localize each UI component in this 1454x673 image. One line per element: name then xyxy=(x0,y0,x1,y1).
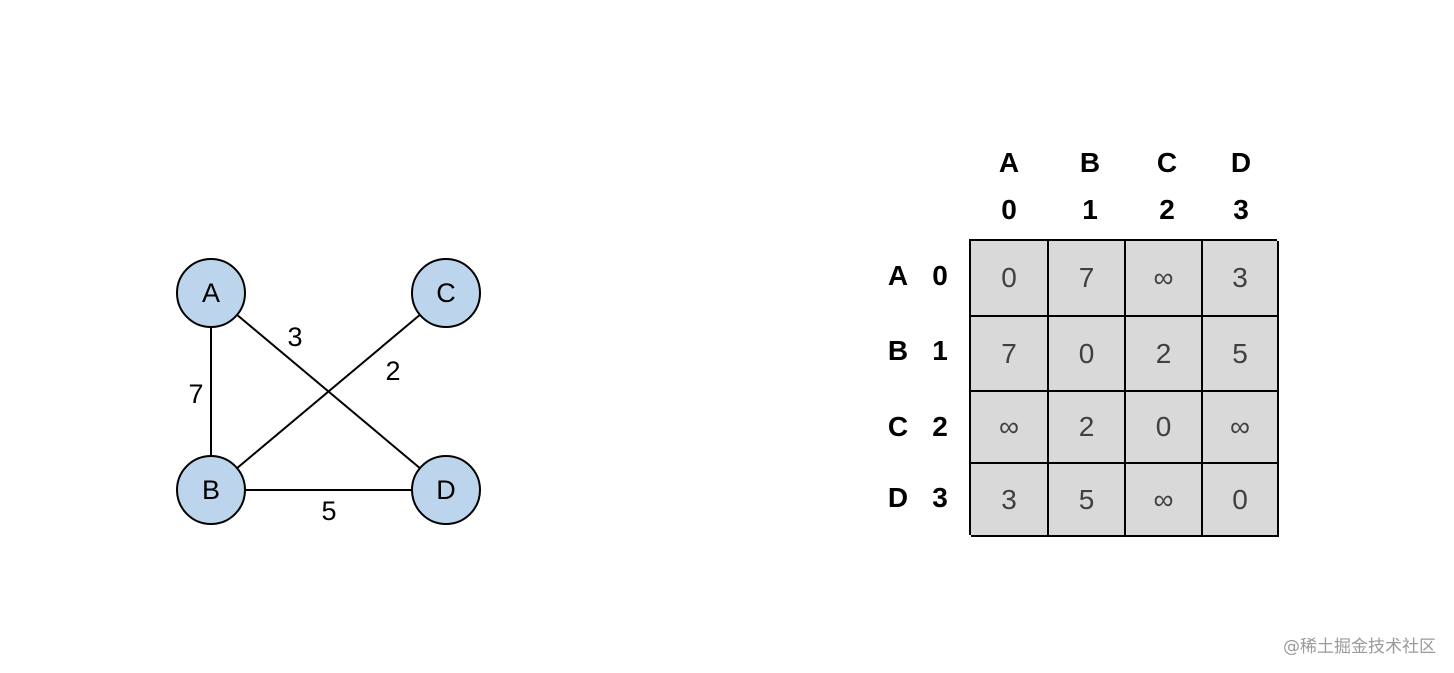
edge-b-c xyxy=(210,292,447,491)
matrix-cell-c-a: ∞ xyxy=(971,392,1049,464)
row-letter-b: B xyxy=(887,335,909,366)
graph-diagram: 7 3 2 5 A C B D xyxy=(176,258,481,526)
node-a: A xyxy=(176,258,246,328)
matrix-cell-b-d: 5 xyxy=(1203,317,1279,392)
col-letter-a: A xyxy=(998,147,1020,178)
node-label-b: B xyxy=(202,475,220,505)
col-letter-b: B xyxy=(1079,147,1101,178)
matrix-cell-d-a: 3 xyxy=(971,464,1049,537)
matrix-cell-d-d: 0 xyxy=(1203,464,1279,537)
matrix-cell-a-a: 0 xyxy=(971,241,1049,317)
row-index-1: 1 xyxy=(932,335,948,366)
edge-weight-a-d: 3 xyxy=(287,322,302,352)
matrix-grid: 0 7 ∞ 3 7 0 2 5 ∞ 2 0 ∞ 3 5 ∞ 0 xyxy=(969,239,1279,537)
row-letter-d: D xyxy=(887,482,909,513)
row-index-2: 2 xyxy=(932,411,948,442)
col-index-0: 0 xyxy=(1001,194,1017,225)
row-letter-a: A xyxy=(887,260,909,291)
node-label-a: A xyxy=(202,278,220,308)
row-index-3: 3 xyxy=(932,482,948,513)
edge-weight-b-c: 2 xyxy=(385,356,400,386)
matrix-cell-d-b: 5 xyxy=(1049,464,1126,537)
matrix-cell-c-c: 0 xyxy=(1126,392,1203,464)
watermark-text: @稀土掘金技术社区 xyxy=(1283,637,1436,657)
matrix-cell-d-c: ∞ xyxy=(1126,464,1203,537)
col-letter-d: D xyxy=(1230,147,1252,178)
matrix-cell-b-a: 7 xyxy=(971,317,1049,392)
matrix-cell-b-b: 0 xyxy=(1049,317,1126,392)
matrix-cell-c-b: 2 xyxy=(1049,392,1126,464)
matrix-cell-a-b: 7 xyxy=(1049,241,1126,317)
col-index-2: 2 xyxy=(1159,194,1175,225)
row-index-0: 0 xyxy=(932,260,948,291)
col-index-1: 1 xyxy=(1082,194,1098,225)
col-index-3: 3 xyxy=(1233,194,1249,225)
node-b: B xyxy=(176,455,246,525)
matrix-cell-b-c: 2 xyxy=(1126,317,1203,392)
matrix-cell-a-d: 3 xyxy=(1203,241,1279,317)
matrix-cell-a-c: ∞ xyxy=(1126,241,1203,317)
edge-weight-a-b: 7 xyxy=(188,379,203,409)
row-letter-c: C xyxy=(887,411,909,442)
node-label-c: C xyxy=(436,278,456,308)
node-d: D xyxy=(411,455,481,525)
edge-weight-b-d: 5 xyxy=(321,496,336,526)
col-letter-c: C xyxy=(1156,147,1178,178)
matrix-cell-c-d: ∞ xyxy=(1203,392,1279,464)
node-label-d: D xyxy=(436,475,456,505)
node-c: C xyxy=(411,258,481,328)
